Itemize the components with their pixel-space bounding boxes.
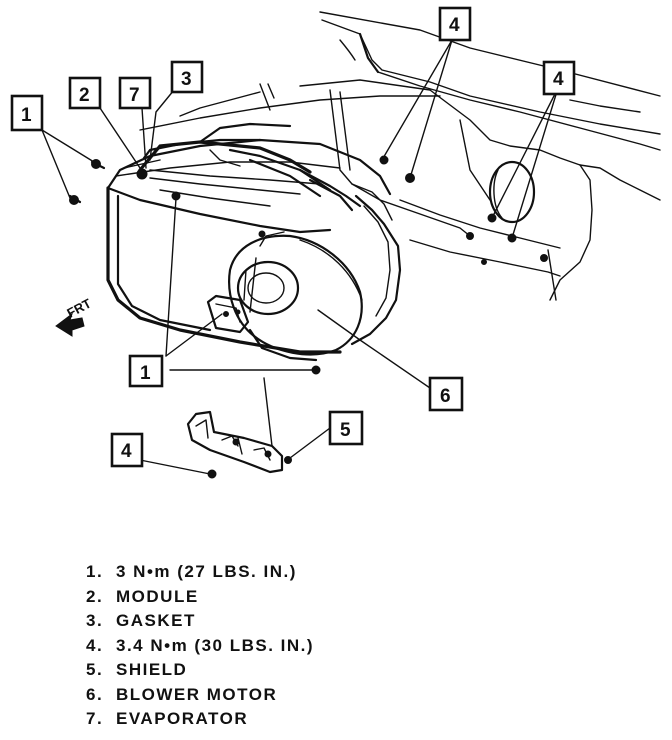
legend-item: 1.3 N•m (27 LBS. IN.) [86,562,297,582]
svg-text:4: 4 [121,441,132,462]
svg-text:4: 4 [449,15,460,36]
callout-5: 5 [328,410,364,446]
callout-6: 6 [428,376,464,412]
parts-legend: 1.3 N•m (27 LBS. IN.) 2.MODULE 3.GASKET … [86,560,506,732]
callout-1-top: 1 [10,94,44,132]
svg-text:5: 5 [340,420,351,441]
shield-bracket [186,410,284,474]
svg-text:3: 3 [181,69,192,90]
exploded-view-diagram: FRT 1 2 7 3 4 4 1 6 5 4 [10,6,661,479]
legend-item: 4.3.4 N•m (30 LBS. IN.) [86,635,315,655]
module-housing [106,122,402,354]
callout-1-bottom: 1 [128,354,164,388]
svg-text:1: 1 [140,363,151,384]
legend-item: 6.BLOWER MOTOR [86,684,278,704]
svg-text:4: 4 [553,69,564,90]
svg-text:6: 6 [440,386,451,407]
front-direction-indicator: FRT [55,296,94,337]
diagram-svg: FRT 1 2 7 3 4 4 1 6 5 4 [10,6,661,479]
callout-4-top: 4 [438,6,472,42]
callout-7: 7 [118,76,152,110]
svg-text:7: 7 [129,85,140,106]
legend-item: 7.EVAPORATOR [86,709,249,729]
legend-item: 3.GASKET [86,611,196,631]
blower-motor [206,231,363,362]
callout-4-bottom: 4 [110,432,144,468]
callout-4-right: 4 [542,60,576,96]
svg-text:1: 1 [21,105,32,126]
callout-2: 2 [68,76,102,110]
svg-text:2: 2 [79,85,90,106]
frt-label: FRT [64,296,93,321]
legend-item: 5.SHIELD [86,660,188,680]
front-arrow-icon [55,312,85,337]
leader-lines [41,39,559,475]
callout-3: 3 [170,60,204,94]
vehicle-body-structure [139,11,661,301]
legend-item: 2.MODULE [86,586,199,606]
